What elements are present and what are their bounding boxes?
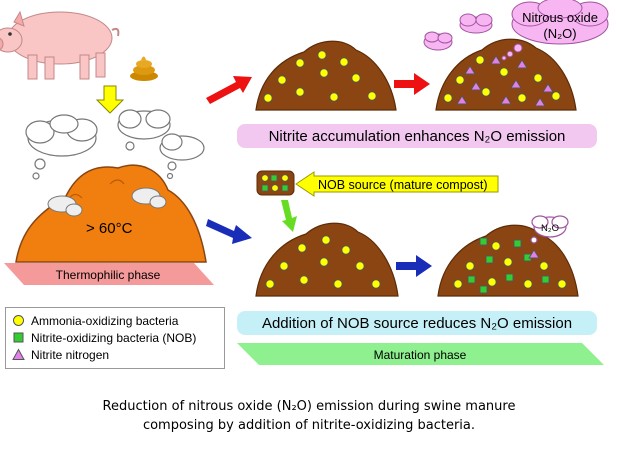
green-square-icon: [13, 332, 24, 343]
small-n2o-cloud-icon: [530, 215, 569, 244]
down-arrow-icon: [95, 85, 125, 114]
nob-source-label: NOB source (mature compost): [318, 178, 488, 192]
caption-line-2: composing by addition of nitrite-oxidizi…: [142, 418, 476, 433]
legend-item-aob: Ammonia-oxidizing bacteria: [12, 312, 218, 329]
nitrous-oxide-formula: (N₂O): [543, 26, 576, 41]
blue-arrow-icon: [396, 255, 432, 277]
red-arrow-icon: [394, 73, 430, 95]
maturation-banner-shape: [237, 343, 604, 365]
green-arrow-icon: [281, 200, 297, 232]
legend-label-nitrite: Nitrite nitrogen: [31, 347, 110, 362]
legend-item-nitrite: Nitrite nitrogen: [12, 346, 218, 363]
nitrous-oxide-label: Nitrous oxide: [522, 10, 598, 25]
nob-source-icon: [256, 170, 295, 196]
hot-compost-pile: [15, 164, 207, 263]
compost-pile-bottom-left: [255, 222, 399, 297]
nob-source-arrow-icon: [295, 171, 499, 197]
steam-cloud-icon: [25, 109, 205, 180]
red-arrow-icon: [206, 76, 252, 104]
figure-caption: Reduction of nitrous oxide (N₂O) emissio…: [0, 397, 618, 435]
pink-triangle-icon: [12, 348, 25, 360]
blue-arrow-icon: [206, 219, 252, 244]
n2o-small-label: N₂O: [541, 223, 559, 234]
caption-line-1: Reduction of nitrous oxide (N₂O) emissio…: [102, 399, 516, 414]
pig-icon: [0, 10, 120, 80]
compost-pile-top-left: [255, 40, 397, 111]
yellow-circle-icon: [13, 315, 24, 326]
nitrite-accumulation-text: Nitrite accumulation enhances N₂O emissi…: [268, 127, 566, 145]
compost-pile-top-right: [435, 38, 577, 111]
thermophilic-banner-shape: [4, 263, 214, 285]
aob-dots: [263, 50, 377, 103]
temperature-label: > 60°C: [86, 220, 133, 237]
nob-addition-text: Addition of NOB source reduces N₂O emiss…: [261, 314, 573, 332]
maturation-phase-label: Maturation phase: [374, 348, 467, 362]
legend-label-aob: Ammonia-oxidizing bacteria: [31, 313, 179, 328]
n2o-cloud-icon: [423, 0, 609, 61]
compost-pile-bottom-right: [437, 224, 579, 297]
nitrite-accumulation-banner: Nitrite accumulation enhances N₂O emissi…: [237, 124, 597, 148]
legend-label-nob: Nitrite-oxidizing bacteria (NOB): [31, 330, 197, 345]
manure-icon: [130, 56, 158, 81]
legend: Ammonia-oxidizing bacteria Nitrite-oxidi…: [5, 307, 225, 369]
nob-addition-banner: Addition of NOB source reduces N₂O emiss…: [237, 311, 597, 335]
thermophilic-phase-label: Thermophilic phase: [56, 268, 161, 282]
legend-item-nob: Nitrite-oxidizing bacteria (NOB): [12, 329, 218, 346]
